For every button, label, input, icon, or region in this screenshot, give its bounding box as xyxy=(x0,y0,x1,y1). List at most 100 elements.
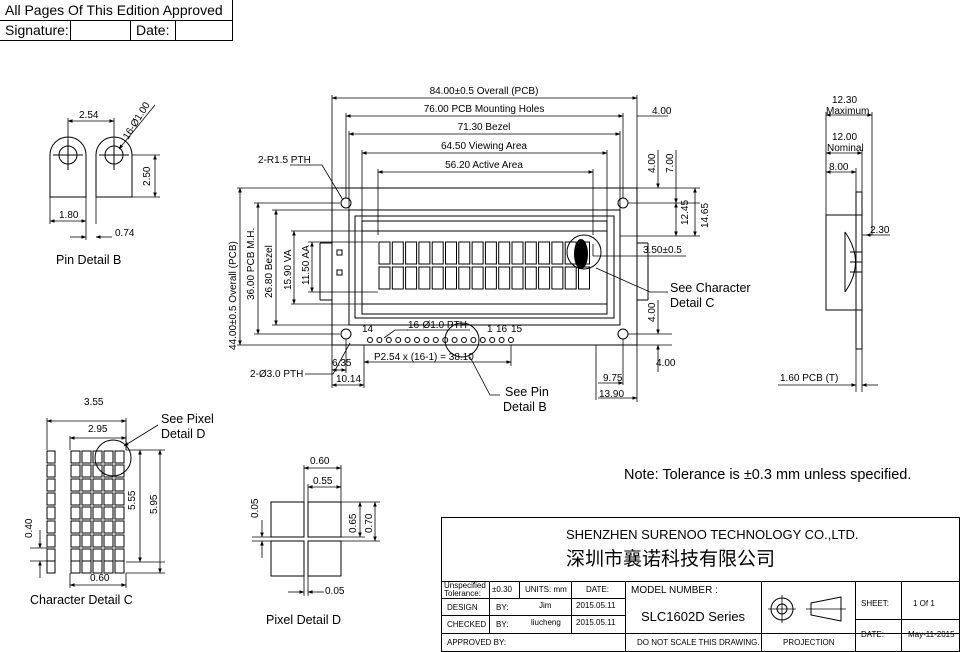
pixel-dot xyxy=(114,534,125,548)
label-va-h: 15.90 VA xyxy=(283,249,294,290)
approval-box: All Pages Of This Edition Approved Signa… xyxy=(0,0,233,41)
label-bezel-h: 26.80 Bezel xyxy=(264,245,275,298)
viewing-area-outline xyxy=(361,220,608,315)
label-dim-4-low: 4.00 xyxy=(656,358,676,369)
pixel-dot xyxy=(114,520,125,534)
label-aa-h: 11.50 AA xyxy=(301,245,312,285)
cursor-dot xyxy=(103,560,114,574)
character-cell xyxy=(378,266,391,290)
pin-hole xyxy=(423,337,430,343)
signature-label-cell: Signature: xyxy=(0,21,71,40)
label-char-5-95: 5.95 xyxy=(149,494,160,514)
character-cell xyxy=(458,241,471,265)
pixel-dot xyxy=(81,520,92,534)
title-block: SHENZHEN SURENOO TECHNOLOGY CO.,LTD. 深圳市… xyxy=(441,517,960,652)
label-side-2-30: 2.30 xyxy=(870,225,890,236)
character-cell xyxy=(405,241,418,265)
label-see-char: See Character xyxy=(670,281,751,295)
label-pin-1-80: 1.80 xyxy=(59,210,79,221)
label-pcb-mh: 36.00 PCB M.H. xyxy=(246,228,257,300)
pin-detail-b xyxy=(49,136,133,198)
label-dim-12-45: 12.45 xyxy=(680,200,691,225)
pixel-dot xyxy=(103,450,114,464)
pin-hole xyxy=(489,337,496,343)
pin-hole xyxy=(404,337,411,343)
mounting-hole-br xyxy=(617,328,629,340)
character-cell xyxy=(498,266,511,290)
character-cell xyxy=(458,266,471,290)
pixel-dot xyxy=(103,478,114,492)
pixel-dot xyxy=(70,492,81,506)
character-cell xyxy=(551,266,564,290)
character-cell xyxy=(498,241,511,265)
pixel-dot xyxy=(81,478,92,492)
pixel-dot xyxy=(70,548,81,562)
pixel-dot xyxy=(92,520,103,534)
character-cell xyxy=(405,266,418,290)
pixel-dot xyxy=(92,534,103,548)
pixel-dot xyxy=(70,506,81,520)
character-detail-c xyxy=(46,450,125,574)
label-pix-0-60: 0.60 xyxy=(310,456,330,467)
checked-by-label: BY: xyxy=(496,620,509,629)
tolerance-note: Note: Tolerance is ±0.3 mm unless specif… xyxy=(624,467,912,483)
pixel-dot xyxy=(114,464,125,478)
pixel-dot xyxy=(114,548,125,562)
character-cell xyxy=(484,241,497,265)
pixel-dot xyxy=(46,492,56,506)
label-see-char2: Detail C xyxy=(670,296,714,310)
pixel-dot xyxy=(103,534,114,548)
label-see-pixel2: Detail D xyxy=(161,427,205,441)
mounting-hole-tr xyxy=(617,197,629,209)
label-pin-hole: 16-Ø1.00 xyxy=(121,100,153,142)
side-view xyxy=(825,191,863,350)
label-char-3-55: 3.55 xyxy=(84,397,104,408)
label-char-detail-c: Character Detail C xyxy=(30,593,133,607)
pixel-dot xyxy=(114,450,125,464)
character-cell xyxy=(431,241,444,265)
label-char-2-95: 2.95 xyxy=(88,424,108,435)
pixel-dot xyxy=(46,478,56,492)
pin-hole xyxy=(432,337,439,343)
label-r-pth: 2-R1.5 PTH xyxy=(258,155,311,166)
label-pix-0-05: 0.05 xyxy=(250,498,261,518)
title-block-lower xyxy=(441,581,960,652)
character-cell xyxy=(391,241,404,265)
projection-symbol-icon xyxy=(768,595,846,623)
pixel-dot xyxy=(92,548,103,562)
cursor-dot xyxy=(81,560,92,574)
pixel-dot xyxy=(46,506,56,520)
label-char-5-55: 5.55 xyxy=(127,490,138,510)
pixel-dot xyxy=(70,520,81,534)
label-side-pcb: 1.60 PCB (T) xyxy=(780,373,838,384)
label-dim-6-35: 6.35 xyxy=(332,358,352,369)
checked-label: CHECKED xyxy=(447,620,487,629)
signature-label: Signature: xyxy=(5,22,69,38)
character-cell xyxy=(511,241,524,265)
label-hole-pth: 2-Ø3.0 PTH xyxy=(250,369,303,380)
label-dim-13-90: 13.90 xyxy=(599,389,624,400)
label-char-0-60: 0.60 xyxy=(90,573,110,584)
pixel-detail-circle xyxy=(94,439,132,477)
character-grid xyxy=(378,241,590,290)
pixel-dot xyxy=(70,464,81,478)
cursor-dot xyxy=(70,560,81,574)
pixel-dot xyxy=(92,464,103,478)
pin-hole xyxy=(479,337,486,343)
pixel-dot xyxy=(81,450,92,464)
date-label: Date: xyxy=(136,22,170,38)
character-cell xyxy=(431,266,444,290)
pin-hole xyxy=(508,337,514,343)
date-header: DATE: xyxy=(586,585,609,594)
label-viewing-area: 64.50 Viewing Area xyxy=(441,141,527,152)
character-cell xyxy=(471,266,484,290)
label-dim-3-50: 3.50±0.5 xyxy=(643,245,682,256)
label-see-pin2: Detail B xyxy=(503,400,547,414)
label-see-pixel: See Pixel xyxy=(161,412,214,426)
pin-hole xyxy=(376,337,383,343)
label-overall-pcb: 84.00±0.5 Overall (PCB) xyxy=(430,86,539,97)
pin-hole xyxy=(395,337,402,343)
character-cell xyxy=(418,266,431,290)
pixel-dot xyxy=(46,548,56,562)
checker-name: liucheng xyxy=(531,618,561,627)
